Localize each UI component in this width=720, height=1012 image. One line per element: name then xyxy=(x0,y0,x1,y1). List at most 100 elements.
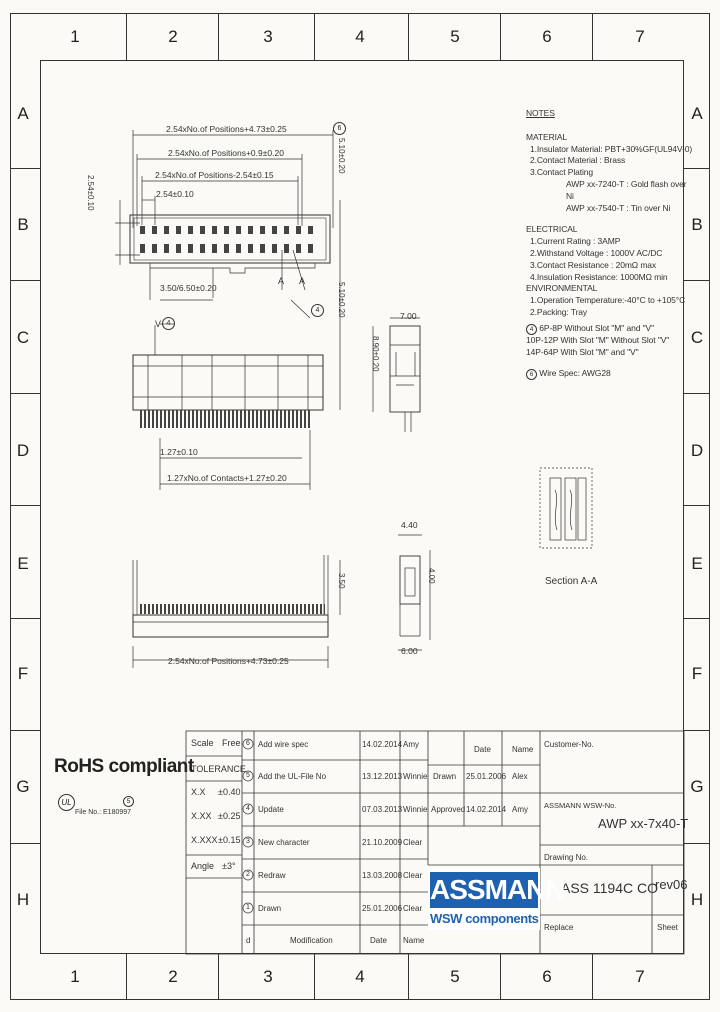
dim-top-3: 2.54xNo.of Positions-2.54±0.15 xyxy=(155,170,274,180)
angle-value: ±3° xyxy=(222,861,236,871)
rev-2-name: Clear xyxy=(403,871,423,880)
note-4-text-3: 14P-64P With Slot "M" and "V" xyxy=(526,346,639,357)
tol-xxx-value: ±0.25 xyxy=(218,811,241,821)
zone-row-C-left: C xyxy=(16,328,30,347)
zone-row-G-left: G xyxy=(16,777,30,796)
tol-xxxx-value: ±0.15 xyxy=(218,835,241,845)
tol-xx-label: X.X xyxy=(191,787,206,797)
material-2: 2.Contact Material : Brass xyxy=(530,155,626,166)
material-3a: AWP xx-7240-T : Gold flash over Ni xyxy=(566,178,687,201)
rev-no-1: 1 xyxy=(246,904,250,911)
dim-side-width: 7.00 xyxy=(400,311,417,321)
callout-4-text: 4 xyxy=(315,307,320,314)
zone-divider xyxy=(126,954,127,1000)
assmann-logo: ASSMANN WSW components xyxy=(428,868,566,930)
zone-divider xyxy=(684,280,710,281)
electrical-2: 2.Withstand Voltage : 1000V AC/DC xyxy=(530,247,663,258)
zone-row-D-left: D xyxy=(16,441,30,460)
rev-5-mod: Add the UL-File No xyxy=(258,772,327,781)
zone-col-2-bottom: 2 xyxy=(168,967,178,986)
zone-divider xyxy=(126,13,127,60)
notes-heading: NOTES xyxy=(526,108,555,118)
sheet-label: Sheet xyxy=(657,923,678,932)
zone-row-F-left: F xyxy=(17,664,29,683)
zone-divider xyxy=(10,730,40,731)
zone-col-7-bottom: 7 xyxy=(635,967,645,986)
zone-col-1-bottom: 1 xyxy=(70,967,80,986)
zone-divider xyxy=(218,954,219,1000)
label-A-left: A xyxy=(278,276,285,286)
zone-col-6-bottom: 6 xyxy=(542,967,552,986)
drawing-number: ASS 1194C CO xyxy=(561,880,659,896)
rev-no-6: 6 xyxy=(246,740,250,747)
rev-4-mod: Update xyxy=(258,805,284,814)
zone-divider xyxy=(684,393,710,394)
tol-xx-value: ±0.40 xyxy=(218,787,241,797)
material-title: MATERIAL xyxy=(526,131,568,142)
label-A-right: A xyxy=(299,276,306,286)
zone-row-G-right: G xyxy=(690,777,704,796)
electrical-1: 1.Current Rating : 3AMP xyxy=(530,236,621,247)
zone-col-5-top: 5 xyxy=(450,27,460,46)
drawing-no-label: Drawing No. xyxy=(544,853,589,862)
zone-divider xyxy=(500,13,501,60)
zone-divider xyxy=(500,954,501,1000)
zone-col-7-top: 7 xyxy=(635,27,645,46)
tolerance-label: TOLERANCE xyxy=(191,764,246,774)
angle-label: Angle xyxy=(191,861,215,871)
callout-6-text: 6 xyxy=(337,125,342,132)
zone-col-3-top: 3 xyxy=(263,27,273,46)
note-6-text: Wire Spec: AWG28 xyxy=(539,368,611,379)
rev-4-name: Winnie xyxy=(403,805,428,814)
col-mod-header: Modification xyxy=(290,936,333,945)
assmann-logo-brand: ASSMANN xyxy=(430,872,566,908)
col-name-header: Name xyxy=(403,936,425,945)
zone-divider xyxy=(314,13,315,60)
note-4-line-1: 4 6P-8P Without Slot "M" and "V" xyxy=(526,323,696,335)
rev-no-5: 5 xyxy=(246,772,250,779)
note-6-marker: 6 xyxy=(526,369,537,381)
rev-6-date: 14.02.2014 xyxy=(362,740,403,749)
zone-row-E-left: E xyxy=(17,554,29,573)
environmental-1: 1.Operation Temperature:-40°C to +105°C xyxy=(530,295,686,306)
note-4-text-2: 10P-12P With Slot "M" Without Slot "V" xyxy=(526,334,670,345)
drawn-date: 25.01.2006 xyxy=(466,772,507,781)
callout-4-marker: 4 xyxy=(311,304,324,317)
environmental-2: 2.Packing: Tray xyxy=(530,306,588,317)
drawn-label: Drawn xyxy=(433,772,457,781)
zone-divider xyxy=(218,13,219,60)
dim-section-total: 6.00 xyxy=(401,646,418,656)
callout-4-marker-v: 4 xyxy=(162,317,175,330)
notes-block: NOTES MATERIAL 1.Insulator Material: PBT… xyxy=(526,108,696,381)
rev-5-name: Winnie xyxy=(403,772,428,781)
approved-date: 14.02.2014 xyxy=(466,805,507,814)
rev-no-3: 3 xyxy=(246,838,250,845)
dim-top-4: 2.54±0.10 xyxy=(156,189,194,199)
zone-row-A-left: A xyxy=(17,104,29,123)
zone-divider xyxy=(408,954,409,1000)
rev-5-date: 13.12.2013 xyxy=(362,772,403,781)
material-3b: AWP xx-7540-T : Tin over Ni xyxy=(566,202,671,213)
callout-4-v-text: 4 xyxy=(166,320,171,327)
label-V: V xyxy=(155,319,162,329)
rev-1-mod: Drawn xyxy=(258,904,282,913)
zone-divider xyxy=(408,13,409,60)
rev-3-mod: New character xyxy=(258,838,310,847)
dim-section-width: 4.40 xyxy=(401,520,418,530)
assmann-logo-sub: WSW components xyxy=(430,911,539,926)
revision-number: rev06 xyxy=(655,877,688,892)
rev-3-name: Clear xyxy=(403,838,423,847)
col-date-header: Date xyxy=(370,936,387,945)
note-4-marker: 4 xyxy=(526,323,537,335)
zone-divider xyxy=(684,168,710,169)
ul-file-no: File No.: E180997 xyxy=(75,809,132,816)
tol-xxx-label: X.XX xyxy=(191,811,212,821)
rev-4-date: 07.03.2013 xyxy=(362,805,403,814)
environmental-title: ENVIRONMENTAL xyxy=(526,283,598,294)
material-3: 3.Contact Plating xyxy=(530,167,594,178)
outer-frame xyxy=(10,13,710,1000)
zone-col-2-top: 2 xyxy=(168,27,178,46)
callout-6-marker: 6 xyxy=(333,122,346,135)
zone-divider xyxy=(10,505,40,506)
